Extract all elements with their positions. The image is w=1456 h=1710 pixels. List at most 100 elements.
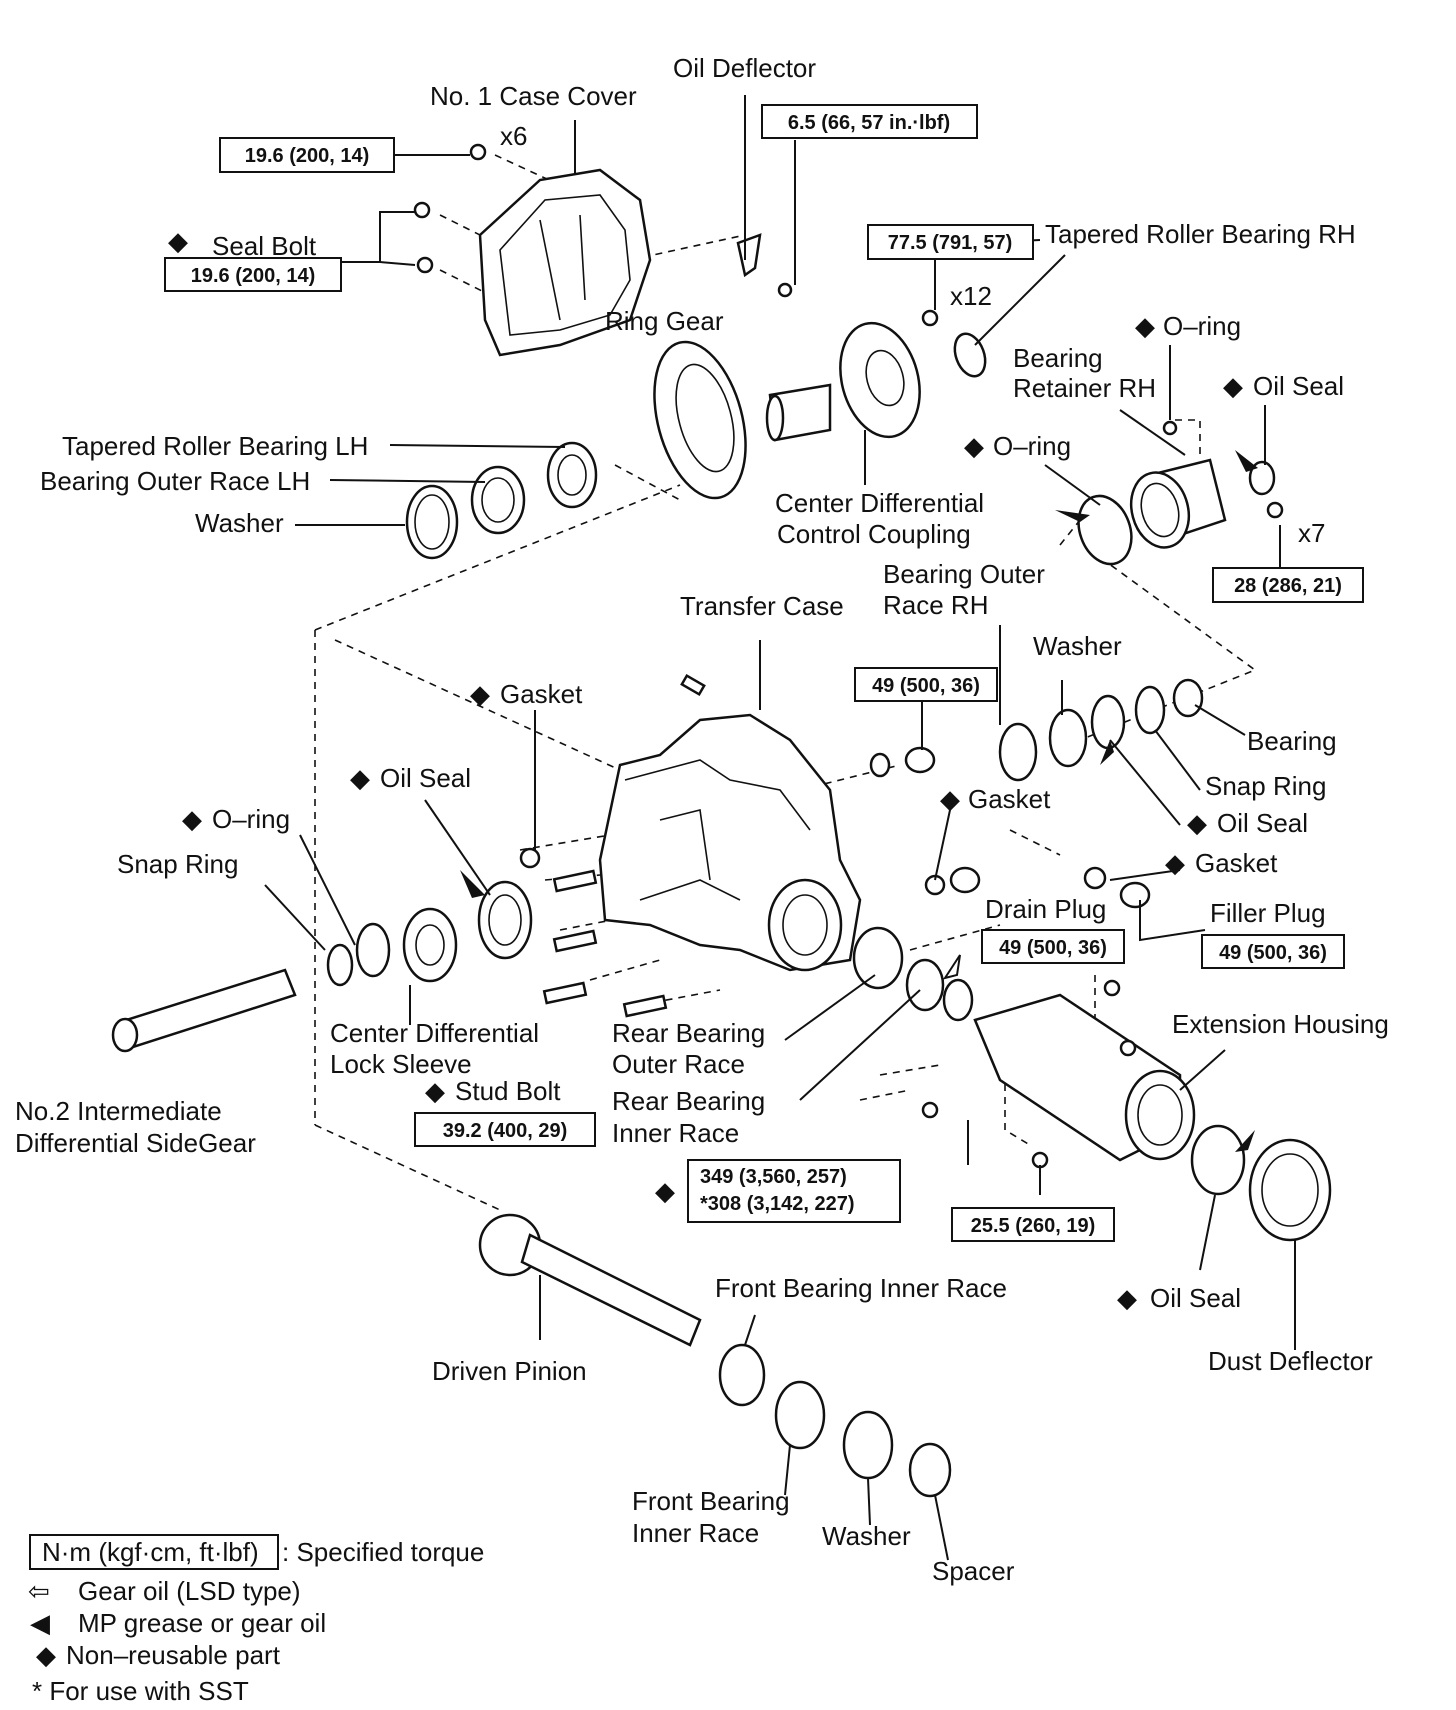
bearing-outer-race-lh-part (470, 465, 526, 535)
diamond-icon: ◆ (964, 431, 984, 461)
seal-bolt-upper (413, 201, 431, 219)
label-gasket-mid: Gasket (968, 784, 1051, 814)
label-o-ring-mid: O–ring (993, 431, 1071, 461)
arrow-icon (1235, 450, 1258, 472)
label-bearing-outer-race-rh-2: Race RH (883, 590, 988, 620)
stud-bolt-part (542, 981, 588, 1005)
rear-bearing-outer-race-part (852, 926, 904, 990)
oil-seal-top-part (1248, 460, 1276, 496)
label-washer-left: Washer (195, 508, 284, 538)
label-bearing-outer-race-rh-1: Bearing Outer (883, 559, 1045, 589)
arrow-icon (1055, 510, 1090, 522)
bearing-part (1172, 678, 1204, 718)
case-cover-part (478, 168, 652, 357)
arrow-icon (1235, 1130, 1255, 1152)
part-labels: Oil Deflector No. 1 Case Cover x6 Seal B… (15, 53, 1389, 1586)
torque-ring-gear: 77.5 (791, 57) (888, 232, 1013, 254)
washer-bottom-part (842, 1410, 894, 1480)
label-front-bearing-inner-1: Front Bearing (632, 1486, 790, 1516)
arrow-icon (1100, 740, 1114, 765)
spacer-part (908, 1442, 952, 1498)
torque-stud-bolt: 39.2 (400, 29) (443, 1120, 568, 1142)
torque-bearing-retainer: 28 (286, 21) (1234, 575, 1342, 597)
open-arrow-icon: ⇦ (28, 1576, 50, 1606)
driven-pinion-shaft-part (520, 1233, 702, 1347)
label-snap-ring-left: Snap Ring (117, 849, 238, 879)
label-snap-ring-right: Snap Ring (1205, 771, 1326, 801)
o-ring-left-part (355, 922, 391, 978)
label-seal-bolt: Seal Bolt (212, 231, 317, 261)
legend: N·m (kgf·cm, ft·lbf) : Specified torque … (28, 1534, 484, 1706)
solid-arrow-icon: ◀ (30, 1608, 50, 1638)
front-bearing-inner-race-part (774, 1380, 826, 1450)
label-no2-intermediate-1: No.2 Intermediate (15, 1096, 222, 1126)
oil-deflector-part (736, 233, 762, 278)
label-rear-bearing-outer-2: Outer Race (612, 1049, 745, 1079)
label-tapered-roller-bearing-lh: Tapered Roller Bearing LH (62, 431, 368, 461)
torque-oil-deflector: 6.5 (66, 57 in.·lbf) (788, 112, 950, 134)
label-o-ring-top: O–ring (1163, 311, 1241, 341)
tapered-roller-bearing-lh-part (546, 441, 598, 509)
application-arrows (460, 450, 1258, 1152)
label-lock-sleeve-2: Lock Sleeve (330, 1049, 472, 1079)
seal-bolt-lower (416, 256, 434, 274)
arrow-icon (460, 870, 485, 898)
front-bearing-inner-race-top-part (718, 1343, 766, 1407)
label-o-ring-left: O–ring (212, 804, 290, 834)
diamond-icon: ◆ (1165, 848, 1185, 878)
label-case-cover: No. 1 Case Cover (430, 81, 637, 111)
ring-gear-part (653, 340, 747, 500)
diamond-icon: ◆ (940, 784, 960, 814)
torque-extension-housing: 25.5 (260, 19) (971, 1215, 1096, 1237)
rear-bearing-inner-race-part (905, 958, 945, 1012)
filler-plug-part (1119, 881, 1151, 909)
torque-drain-plug: 49 (500, 36) (999, 937, 1107, 959)
case-cover-bolt (469, 143, 487, 161)
label-washer-right: Washer (1033, 631, 1122, 661)
diamond-icon: ◆ (470, 679, 490, 709)
label-bearing: Bearing (1247, 726, 1337, 756)
label-control-coupling-2: Control Coupling (777, 519, 971, 549)
bearing-outer-race-rh-part (998, 722, 1038, 782)
torque-boxes: 19.6 (200, 14) 19.6 (200, 14) 6.5 (66, 5… (164, 104, 1364, 1242)
label-washer-bottom: Washer (822, 1521, 911, 1551)
label-oil-seal-right: Oil Seal (1217, 808, 1308, 838)
label-transfer-case: Transfer Case (680, 591, 844, 621)
diamond-icon: ◆ (168, 226, 188, 256)
label-oil-deflector: Oil Deflector (673, 53, 816, 83)
label-tapered-roller-bearing-rh: Tapered Roller Bearing RH (1045, 219, 1356, 249)
qty-x12: x12 (950, 281, 992, 311)
lock-sleeve-part (402, 907, 458, 983)
parts (111, 143, 1332, 1498)
diamond-icon: ◆ (655, 1176, 675, 1206)
label-filler-plug: Filler Plug (1210, 898, 1326, 928)
diamond-icon: ◆ (182, 804, 202, 834)
side-gear-shaft-part (118, 968, 297, 1050)
label-front-bearing-inner-race-top: Front Bearing Inner Race (715, 1273, 1007, 1303)
label-spacer: Spacer (932, 1556, 1015, 1586)
non-reusable-markers: ◆ ◆ ◆ ◆ ◆ ◆ ◆ ◆ ◆ ◆ ◆ ◆ ◆ (168, 226, 1243, 1313)
label-front-bearing-inner-2: Inner Race (632, 1518, 759, 1548)
label-gasket-right: Gasket (1195, 848, 1278, 878)
qty-x6: x6 (500, 121, 527, 151)
oil-seal-bottom-part (1190, 1124, 1246, 1196)
label-oil-seal-left: Oil Seal (380, 763, 471, 793)
diamond-icon: ◆ (36, 1640, 56, 1670)
label-control-coupling-1: Center Differential (775, 488, 984, 518)
label-bearing-outer-race-lh: Bearing Outer Race LH (40, 466, 310, 496)
gasket-top-part (519, 847, 541, 869)
legend-mp-grease: MP grease or gear oil (78, 1608, 326, 1638)
gasket-right-part (1083, 866, 1107, 890)
label-oil-seal-bottom: Oil Seal (1150, 1283, 1241, 1313)
label-gasket-top: Gasket (500, 679, 583, 709)
label-bearing-retainer-rh-2: Retainer RH (1013, 373, 1156, 403)
diamond-icon: ◆ (1135, 311, 1155, 341)
snap-ring-right-part (1134, 685, 1166, 735)
tapered-roller-bearing-rh-part (953, 332, 987, 378)
washer-right-part (1048, 708, 1088, 768)
label-rear-bearing-inner-1: Rear Bearing (612, 1086, 765, 1116)
torque-case-cover: 19.6 (200, 14) (245, 145, 370, 167)
diamond-icon: ◆ (425, 1076, 445, 1106)
leader-lines (264, 95, 1296, 1561)
